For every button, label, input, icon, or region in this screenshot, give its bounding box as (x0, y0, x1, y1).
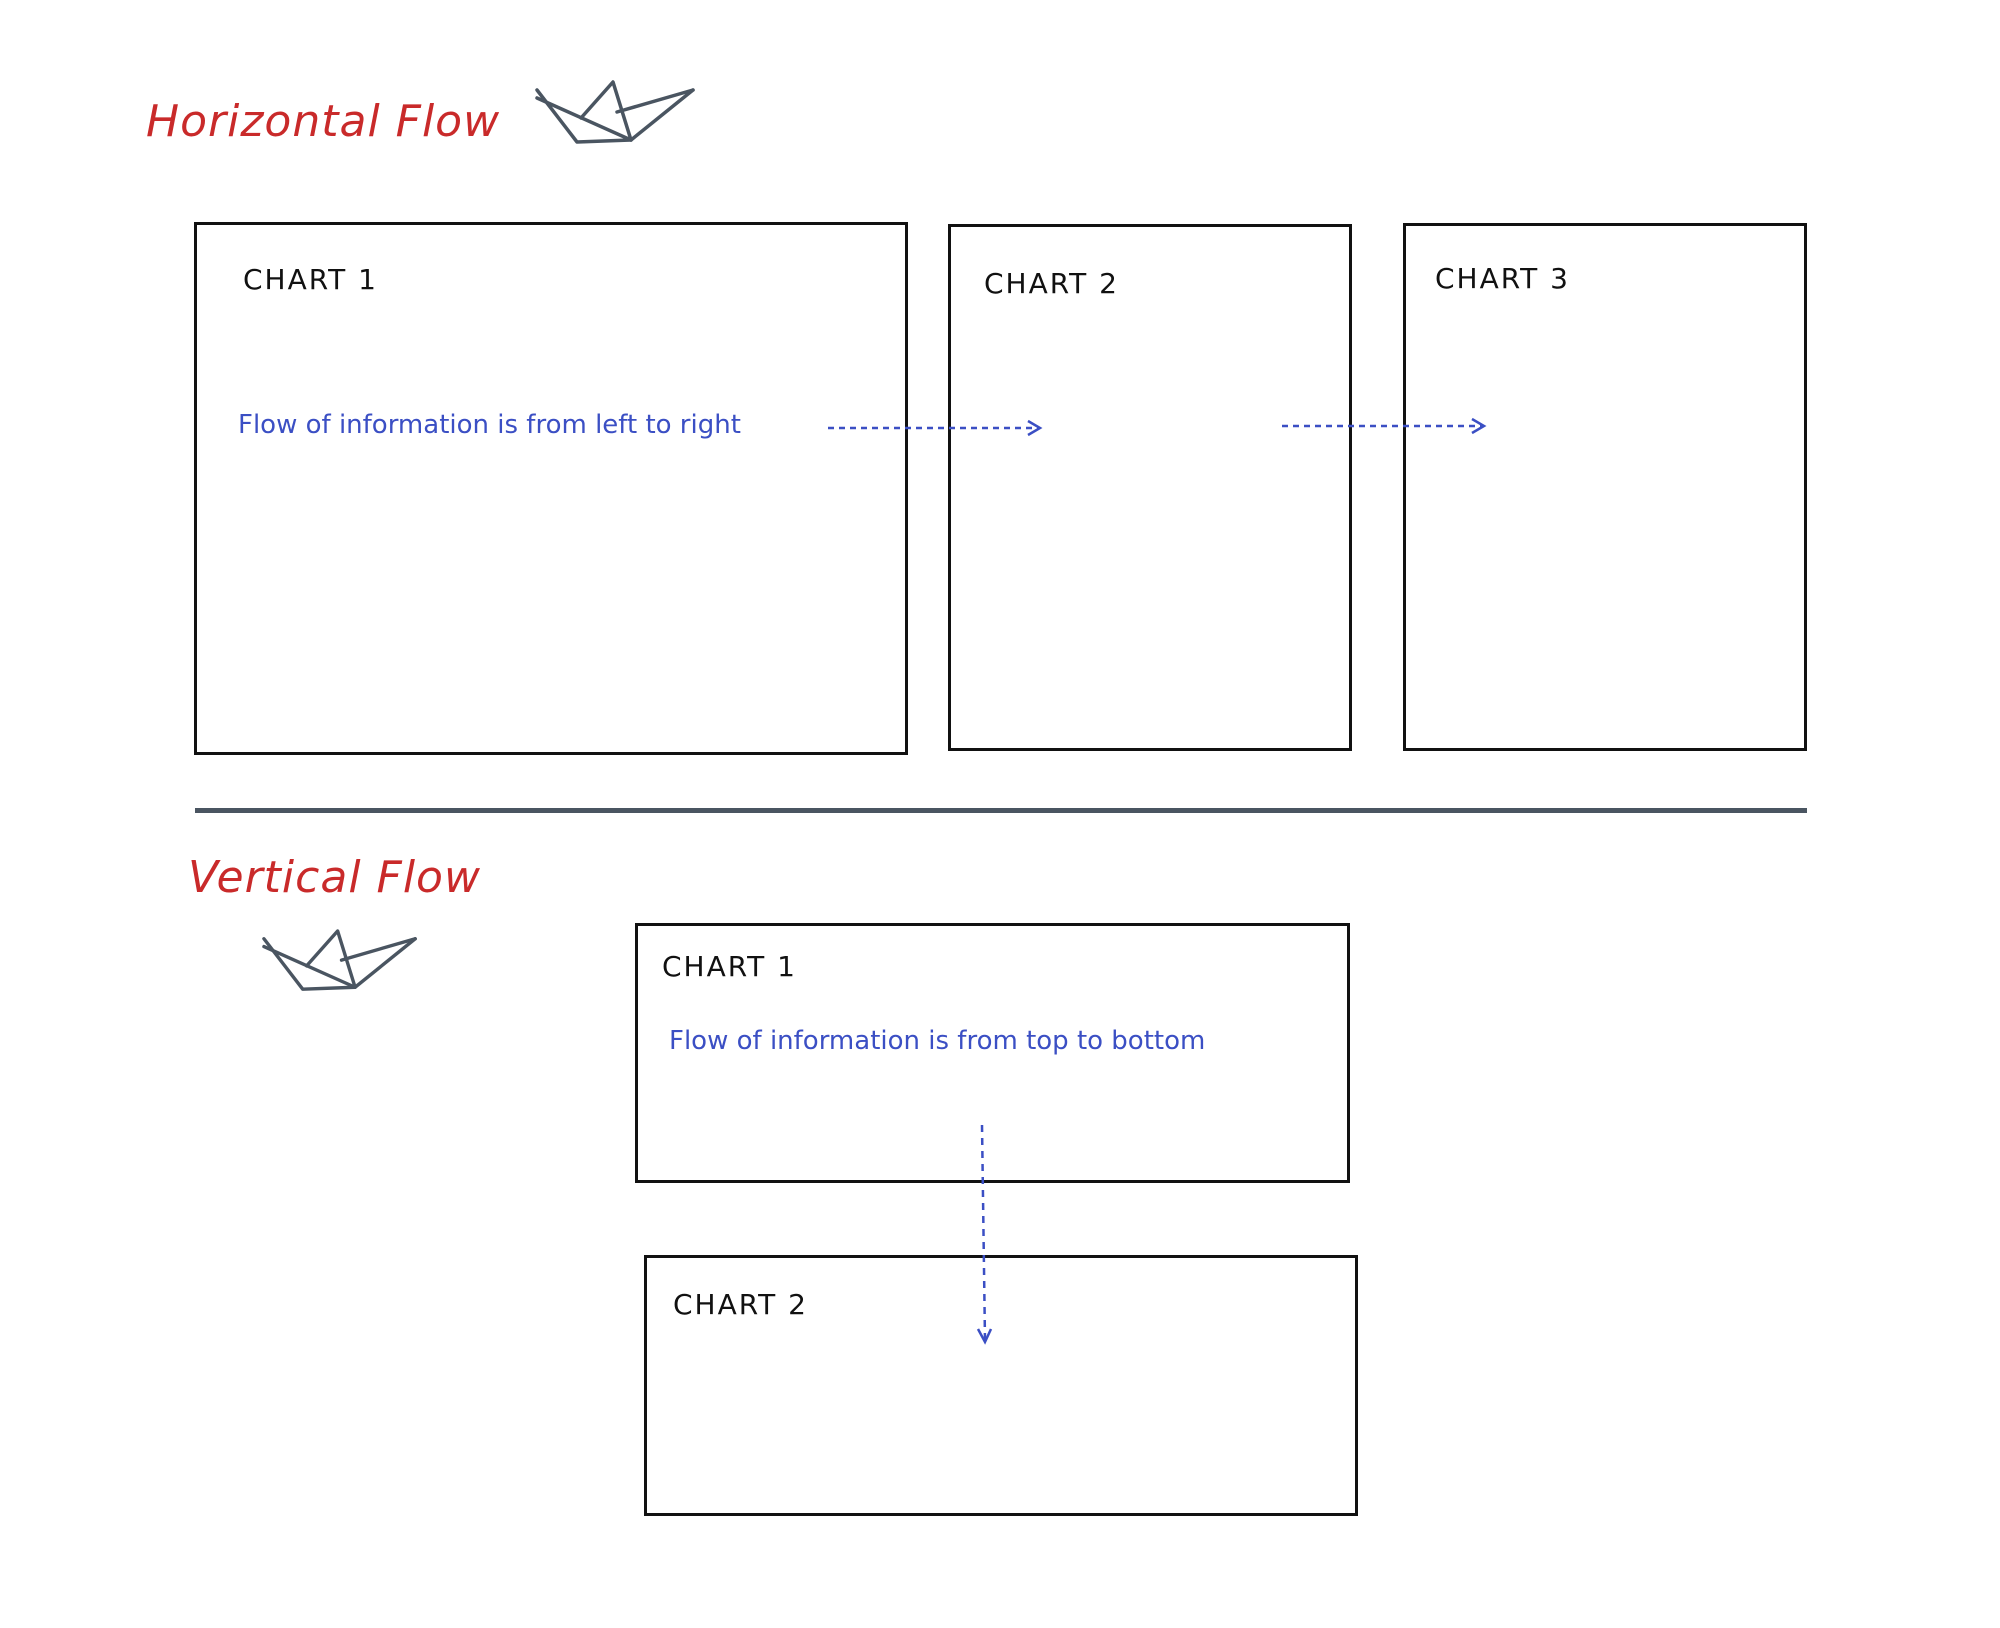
arrow-down-icon (976, 1124, 993, 1345)
chart-label: CHART 1 (662, 950, 797, 983)
chart-label: CHART 3 (1435, 262, 1570, 295)
arrow-right-icon (1282, 417, 1487, 435)
chart-label: CHART 2 (673, 1288, 808, 1321)
vertical-flow-note: Flow of information is from top to botto… (669, 1026, 1206, 1056)
vertical-flow-title: Vertical Flow (188, 852, 481, 903)
horizontal-flow-note: Flow of information is from left to righ… (238, 410, 741, 440)
horizontal-chart-3: CHART 3 (1403, 223, 1807, 751)
section-divider (195, 808, 1807, 813)
paper-boat-icon (262, 929, 417, 991)
vertical-chart-1: CHART 1 Flow of information is from top … (635, 923, 1350, 1183)
arrow-right-icon (828, 419, 1043, 437)
horizontal-flow-title: Horizontal Flow (146, 96, 501, 147)
chart-label: CHART 2 (984, 267, 1119, 300)
paper-boat-icon (535, 80, 695, 144)
horizontal-chart-1: CHART 1 (194, 222, 908, 755)
horizontal-chart-2: CHART 2 (948, 224, 1352, 751)
vertical-chart-2: CHART 2 (644, 1255, 1358, 1516)
chart-label: CHART 1 (243, 263, 378, 296)
